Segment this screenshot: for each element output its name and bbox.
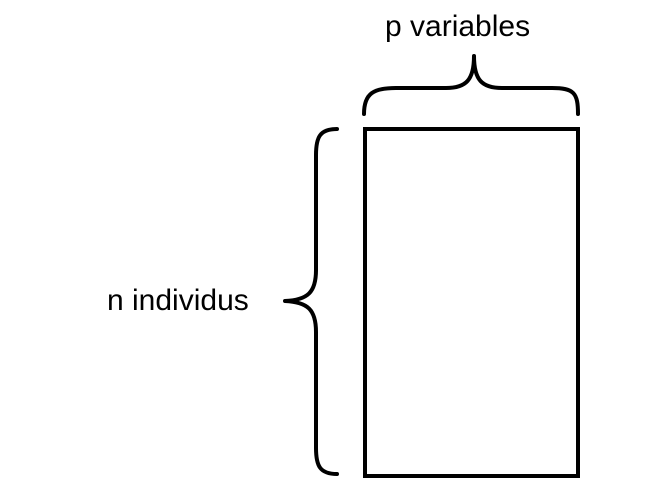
rows-label: n individus [107,284,249,317]
top-brace-icon [362,54,580,116]
left-brace-icon [283,127,339,476]
columns-label: p variables [385,10,531,43]
data-matrix-rectangle [363,127,580,478]
